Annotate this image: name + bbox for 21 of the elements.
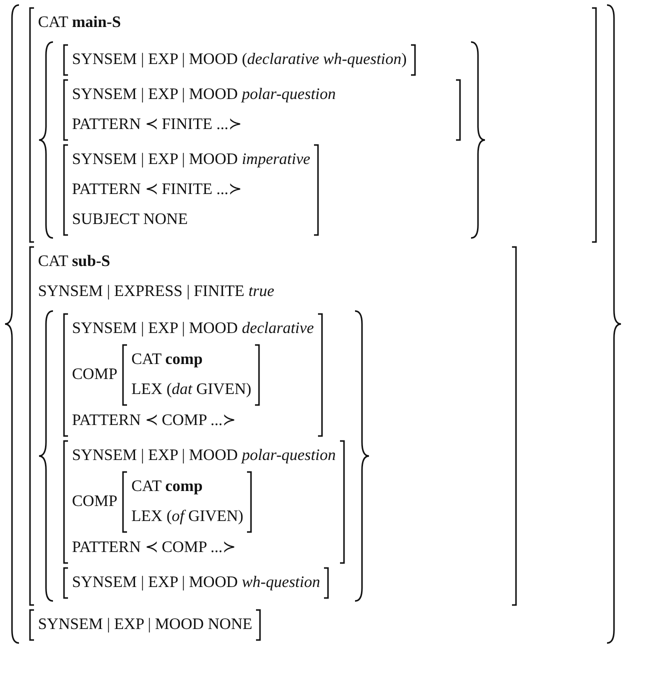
feature-row-text: CAT comp xyxy=(131,350,204,370)
feature-row-text: SUBJECT NONE xyxy=(72,210,189,230)
feature-row-text: PATTERN ≺ FINITE ...≻ xyxy=(72,115,242,135)
feature-row-text: LEX (of GIVEN) xyxy=(131,507,244,527)
feature-row-text: SYNSEM | EXP | MOOD NONE xyxy=(38,615,252,635)
feature-row-text: SYNSEM | EXP | MOOD wh-question xyxy=(72,573,320,593)
feature-row-text: SYNSEM | EXP | MOOD imperative xyxy=(72,150,310,170)
feature-row-text: COMP xyxy=(72,365,118,385)
feature-row-text: PATTERN ≺ FINITE ...≻ xyxy=(72,180,242,200)
feature-row-text: LEX (dat GIVEN) xyxy=(131,380,252,400)
feature-row-text: PATTERN ≺ COMP ...≻ xyxy=(72,411,237,431)
feature-row-text: SYNSEM | EXP | MOOD polar-question xyxy=(72,446,336,466)
feature-row-text: SYNSEM | EXP | MOOD polar-question xyxy=(72,85,337,105)
feature-row-text: COMP xyxy=(72,492,118,512)
feature-row-text: SYNSEM | EXP | MOOD declarative xyxy=(72,319,314,339)
feature-row-text: CAT comp xyxy=(131,477,204,497)
feature-row-text: PATTERN ≺ COMP ...≻ xyxy=(72,538,237,558)
feature-row-text: CAT main-S xyxy=(38,13,122,33)
feature-row-text: CAT sub-S xyxy=(38,252,112,272)
feature-row-text: SYNSEM | EXPRESS | FINITE true xyxy=(38,282,276,302)
feature-row-text: SYNSEM | EXP | MOOD (declarative wh-question) xyxy=(72,50,407,70)
